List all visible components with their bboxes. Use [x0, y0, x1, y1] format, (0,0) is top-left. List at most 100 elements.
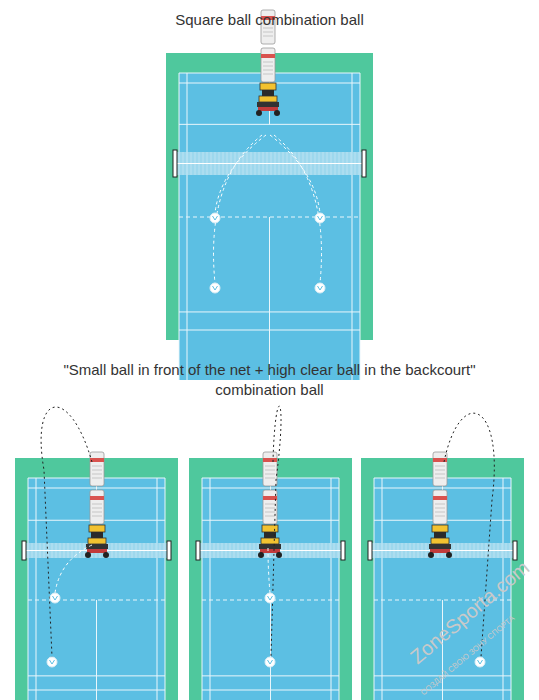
court-line	[374, 478, 375, 700]
court-line	[96, 600, 97, 700]
shuttle-tube	[90, 490, 104, 524]
tube-ridge	[435, 474, 445, 475]
shuttle-machine	[258, 452, 282, 558]
tube-ridge	[92, 512, 102, 513]
shuttle-tube	[433, 452, 447, 486]
tube-band	[263, 496, 277, 500]
tube-ridge	[265, 508, 275, 509]
tube-band	[433, 458, 447, 462]
court-line	[179, 330, 360, 331]
machine-base	[260, 549, 280, 553]
machine-base	[259, 544, 281, 549]
tube-ridge	[265, 516, 275, 517]
shot-trajectory	[215, 135, 266, 213]
court-line	[210, 478, 211, 700]
net-line	[177, 163, 362, 164]
tube-ridge	[265, 504, 275, 505]
machine-neck	[91, 532, 103, 538]
machine-wheel	[428, 552, 434, 558]
shuttle-icon	[478, 660, 483, 664]
net-post	[368, 541, 372, 560]
machine-wheel	[258, 552, 264, 558]
machine-head	[262, 525, 278, 532]
shuttle-tube	[261, 48, 275, 82]
net-band	[200, 543, 341, 558]
tube-band	[90, 496, 104, 500]
net-post	[173, 150, 177, 177]
court-line	[339, 478, 340, 700]
tube-ridge	[265, 512, 275, 513]
machine-wheel	[85, 552, 91, 558]
tube-ridge	[263, 70, 273, 71]
machine-base	[87, 549, 107, 553]
shuttle-tube	[90, 452, 104, 486]
court-line	[360, 73, 361, 380]
court-line	[331, 478, 332, 700]
tube-ridge	[92, 466, 102, 467]
court-surface	[179, 73, 360, 380]
net-post	[196, 541, 200, 560]
machine-head	[432, 525, 448, 532]
court-line	[202, 478, 203, 700]
court-line	[202, 690, 339, 691]
shot-trajectory	[270, 135, 320, 213]
machine-base	[258, 107, 278, 111]
court-2	[189, 458, 352, 700]
tube-ridge	[92, 470, 102, 471]
tube-ridge	[92, 516, 102, 517]
tube-ridge	[435, 470, 445, 471]
court-line	[179, 311, 360, 312]
shuttle-machine	[85, 452, 109, 558]
tube-ridge	[435, 478, 445, 479]
tube-ridge	[265, 478, 275, 479]
shot-trajectory	[55, 545, 92, 593]
landing-point	[265, 657, 275, 667]
court-line	[179, 73, 180, 380]
machine-wheel	[256, 110, 262, 116]
diagram-title: Square ball combination ball	[0, 10, 539, 30]
tube-ridge	[263, 62, 273, 63]
section-heading: "Small ball in front of the net + high c…	[40, 360, 499, 400]
court-line	[382, 478, 383, 700]
tube-ridge	[435, 512, 445, 513]
shuttle-icon	[213, 216, 218, 220]
tube-band	[261, 54, 275, 58]
machine-base	[429, 544, 451, 549]
shuttle-icon	[213, 286, 218, 290]
court-line	[187, 73, 188, 380]
shuttle-tube	[263, 452, 277, 486]
landing-point	[475, 657, 485, 667]
tube-ridge	[435, 516, 445, 517]
net-band	[372, 543, 513, 558]
court-line	[374, 690, 511, 691]
tube-ridge	[435, 508, 445, 509]
court-surface	[28, 478, 165, 700]
shuttle-icon	[268, 660, 273, 664]
court-surface	[202, 478, 339, 700]
shot-trajectory	[271, 406, 281, 657]
machine-neck	[262, 90, 274, 96]
tube-ridge	[435, 504, 445, 505]
tube-ridge	[92, 504, 102, 505]
machine-wheel	[446, 552, 452, 558]
shuttle-icon	[50, 660, 55, 664]
machine-neck	[434, 532, 446, 538]
shuttle-tube	[433, 490, 447, 524]
court-line	[202, 478, 339, 479]
court-line	[28, 478, 29, 700]
tube-band	[263, 458, 277, 462]
tube-ridge	[263, 36, 273, 37]
shuttle-icon	[53, 596, 58, 600]
machine-wheel	[276, 552, 282, 558]
tube-ridge	[263, 32, 273, 33]
tube-ridge	[92, 508, 102, 509]
landing-point	[50, 593, 60, 603]
court-line	[374, 478, 511, 479]
court-line	[28, 690, 165, 691]
tube-ridge	[92, 478, 102, 479]
net-post	[341, 541, 345, 560]
court-line	[165, 478, 166, 700]
machine-base	[257, 102, 279, 107]
top-court	[166, 53, 373, 380]
machine-base	[430, 549, 450, 553]
